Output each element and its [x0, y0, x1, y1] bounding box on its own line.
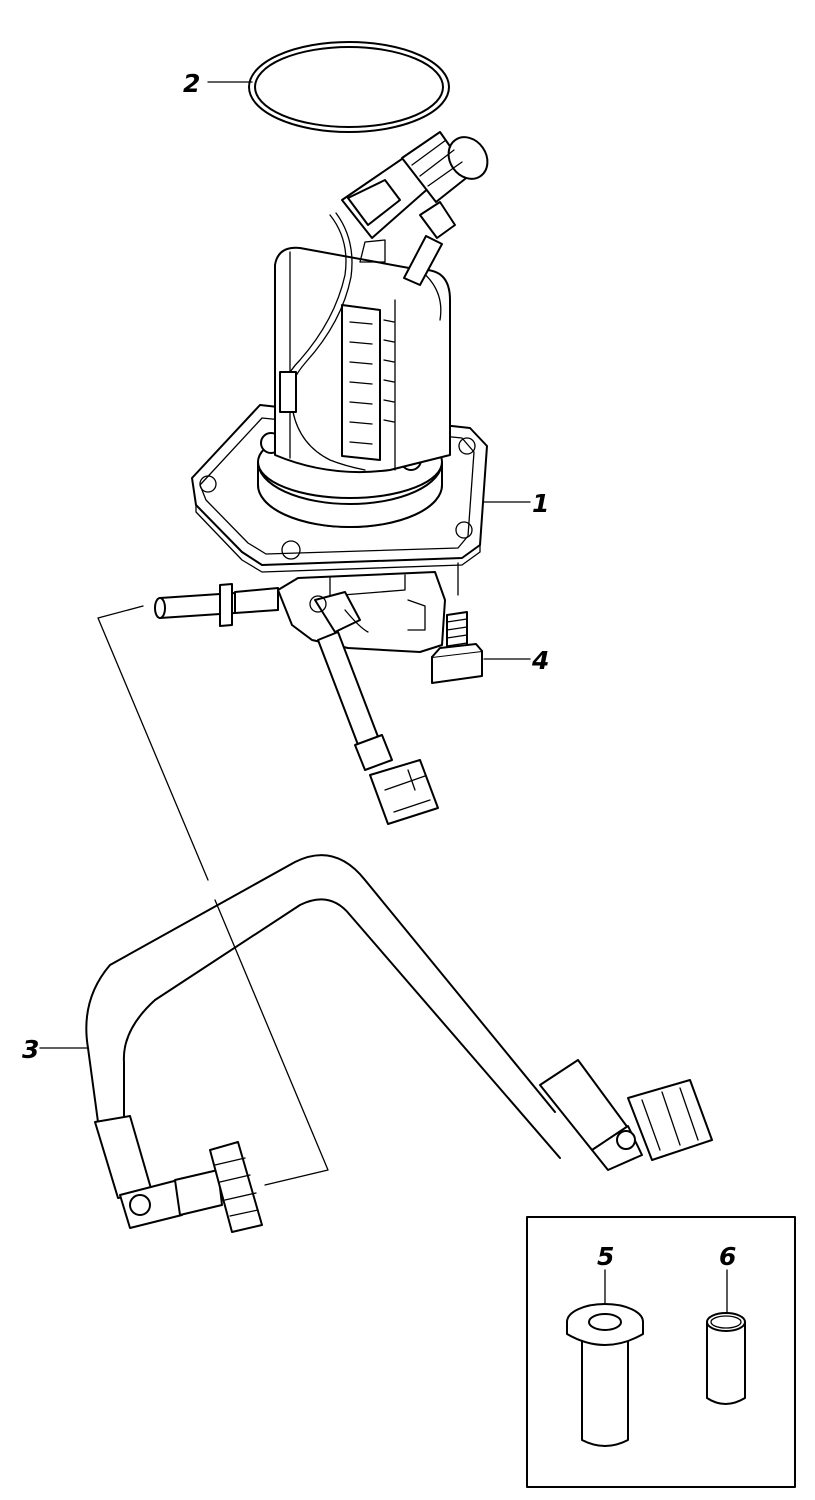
part-2-o-ring — [248, 41, 450, 133]
callout-labels: 2 1 4 3 5 6 — [22, 69, 736, 1271]
callout-5: 5 — [597, 1242, 614, 1271]
part-3-fuel-hose — [85, 854, 713, 1233]
callout-1: 1 — [532, 489, 549, 518]
callout-2: 2 — [183, 69, 200, 98]
part-6-cap — [706, 1312, 746, 1405]
callout-3: 3 — [22, 1035, 39, 1064]
callout-4: 4 — [531, 646, 549, 675]
callout-6: 6 — [719, 1242, 736, 1271]
part-5-fitting — [566, 1303, 644, 1447]
part-1-fuel-pump-assembly — [154, 131, 489, 825]
assembly-leader-lines — [97, 605, 329, 1186]
callout-leaders — [39, 81, 728, 1313]
part-4-bolt — [431, 611, 483, 684]
inset-box — [526, 1216, 796, 1488]
